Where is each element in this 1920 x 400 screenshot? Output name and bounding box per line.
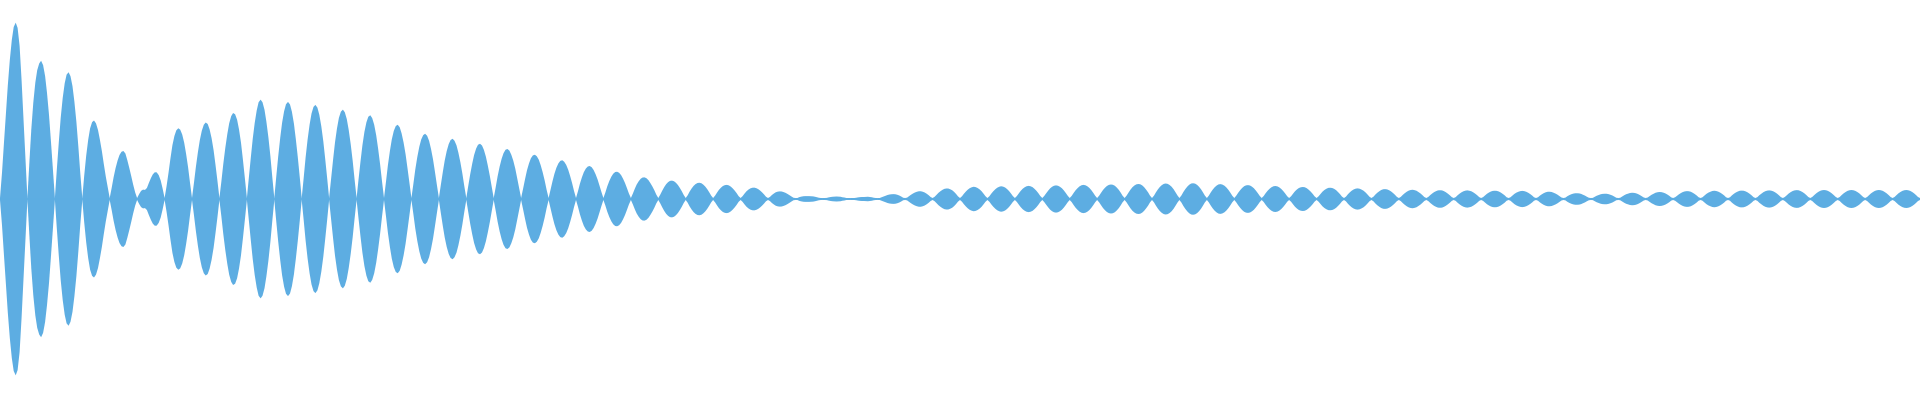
waveform-centerline	[0, 198, 1920, 200]
waveform-lobes	[0, 22, 1920, 376]
